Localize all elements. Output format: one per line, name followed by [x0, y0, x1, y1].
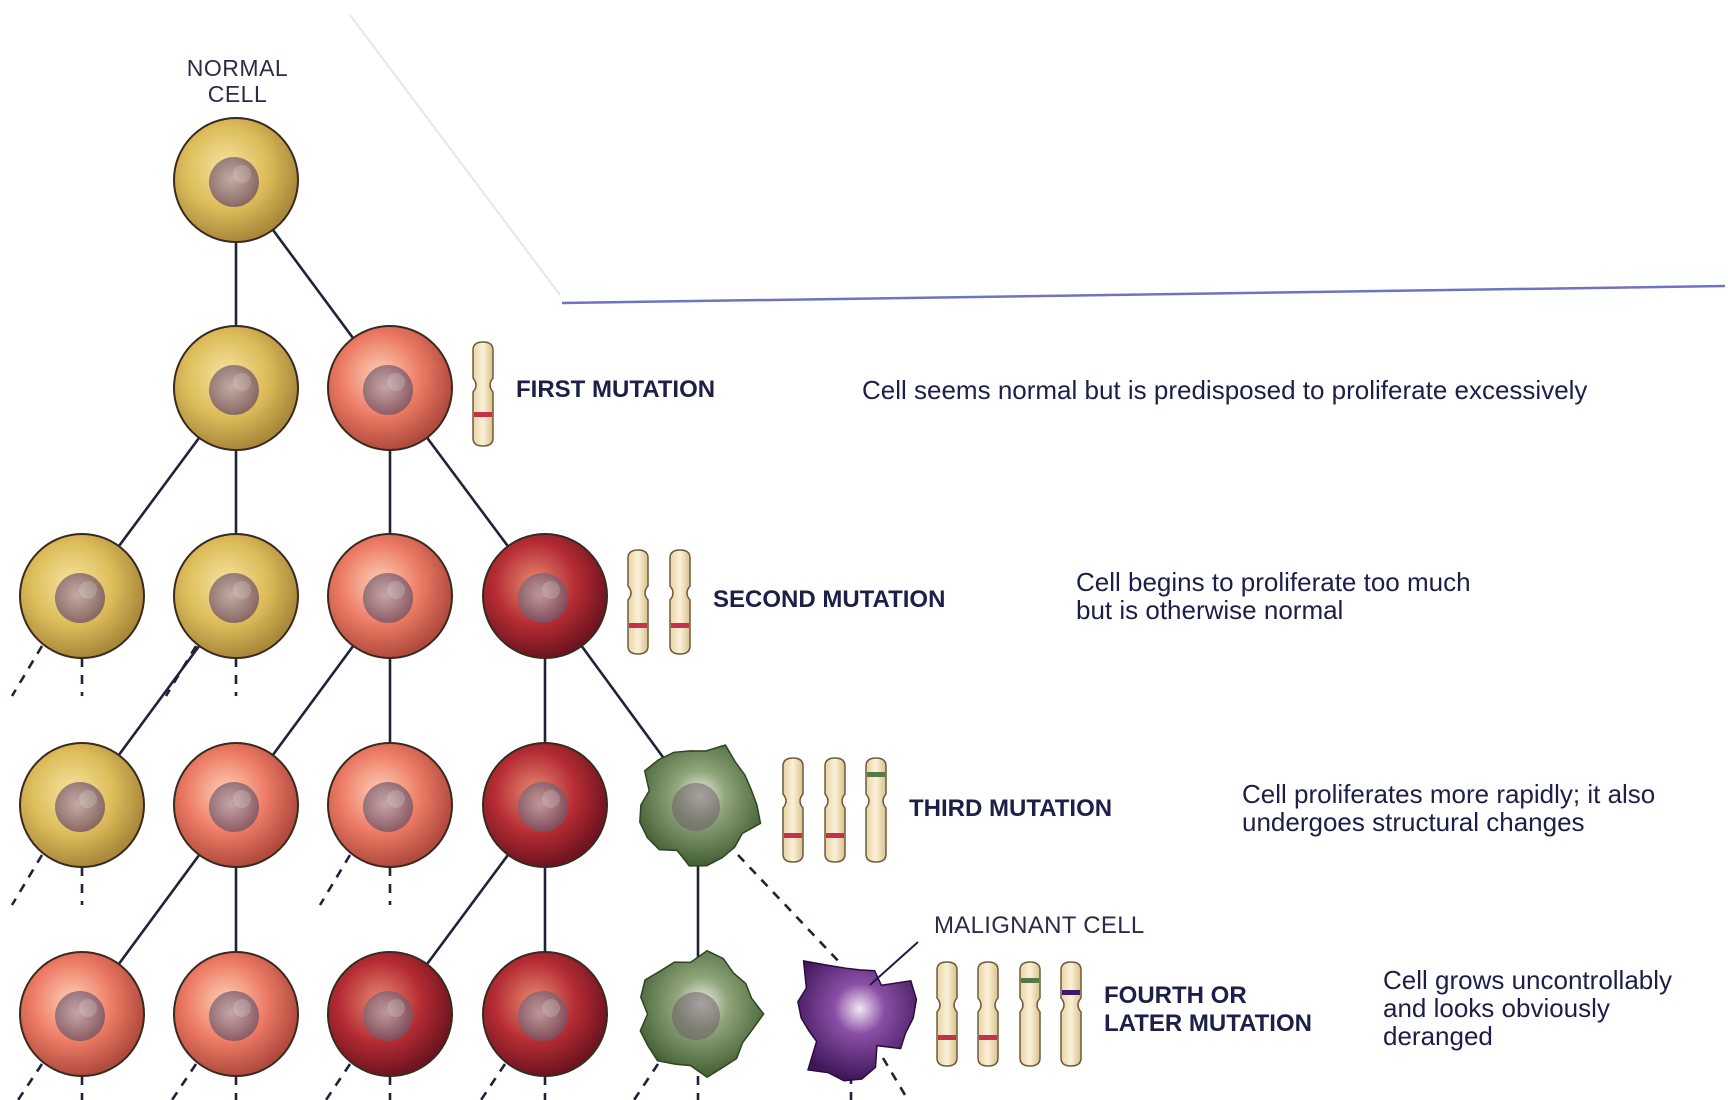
chromosome-icon — [783, 758, 803, 862]
boundary-horizontal — [562, 286, 1725, 303]
second-mutation-label: SECOND MUTATION — [713, 586, 945, 614]
chromosome-icon — [670, 550, 690, 654]
second-mutation-description-line2: but is otherwise normal — [1076, 596, 1471, 624]
normal-cell — [20, 743, 144, 867]
third-mutation-label-line1: THIRD MUTATION — [909, 795, 1112, 823]
first-cell — [328, 743, 452, 867]
normal-cell-label-line2: CELL — [170, 81, 305, 107]
malignant-pointer-line — [870, 942, 918, 985]
second-cell — [328, 952, 452, 1076]
malignant-cell — [798, 961, 917, 1081]
malignant-cell-label: MALIGNANT CELL — [934, 912, 1145, 940]
fourth-mutation-label-line1: FOURTH OR — [1104, 982, 1312, 1010]
lineage-lines — [12, 180, 908, 1100]
chromosome-icon — [937, 962, 957, 1066]
continuation-line — [18, 1064, 42, 1100]
first-mutation-label: FIRST MUTATION — [516, 376, 715, 404]
chromosome-icon — [825, 758, 845, 862]
normal-cell — [174, 118, 298, 242]
continuation-line — [326, 1064, 350, 1100]
second-mutation-description: Cell begins to proliferate too much but … — [1076, 568, 1471, 624]
first-cell — [20, 952, 144, 1076]
chromosome-icon — [866, 758, 886, 862]
continuation-line — [738, 855, 843, 966]
chromosome-icon — [628, 550, 648, 654]
fourth-mutation-label-line2: LATER MUTATION — [1104, 1010, 1312, 1038]
first-mutation-label-line1: FIRST MUTATION — [516, 376, 715, 404]
third-mutation-label: THIRD MUTATION — [909, 795, 1112, 823]
first-mutation-description-line1: Cell seems normal but is predisposed to … — [862, 376, 1587, 404]
chromosome-icon — [1020, 962, 1040, 1066]
continuation-line — [634, 1064, 658, 1100]
first-cell — [174, 743, 298, 867]
normal-cell-label: NORMAL CELL — [170, 55, 305, 107]
continuation-line — [172, 1064, 196, 1100]
malignant-cell-label-text: MALIGNANT CELL — [934, 912, 1145, 939]
continuation-line — [883, 1058, 908, 1100]
second-cell — [483, 534, 607, 658]
chromosome-icon — [1061, 962, 1081, 1066]
first-cell — [328, 534, 452, 658]
chromosome-icon — [978, 962, 998, 1066]
continuation-line — [320, 855, 350, 905]
chromosome-icon — [473, 342, 493, 446]
fourth-mutation-description-line3: deranged — [1383, 1022, 1672, 1050]
second-cell — [483, 743, 607, 867]
fourth-mutation-description-line2: and looks obviously — [1383, 994, 1672, 1022]
fourth-mutation-description: Cell grows uncontrollably and looks obvi… — [1383, 966, 1672, 1050]
continuation-line — [12, 646, 42, 696]
normal-cell — [174, 534, 298, 658]
second-cell — [483, 952, 607, 1076]
fourth-mutation-description-line1: Cell grows uncontrollably — [1383, 966, 1672, 994]
second-mutation-description-line1: Cell begins to proliferate too much — [1076, 568, 1471, 596]
third-cell — [640, 745, 761, 866]
fourth-mutation-label: FOURTH OR LATER MUTATION — [1104, 982, 1312, 1038]
first-mutation-description: Cell seems normal but is predisposed to … — [862, 376, 1587, 404]
third-mutation-description-line2: undergoes structural changes — [1242, 808, 1655, 836]
boundary-diagonal — [350, 15, 560, 295]
continuation-line — [12, 855, 42, 905]
normal-cell-label-line1: NORMAL — [170, 55, 305, 81]
third-mutation-description: Cell proliferates more rapidly; it also … — [1242, 780, 1655, 836]
third-cell — [640, 951, 763, 1077]
second-mutation-label-line1: SECOND MUTATION — [713, 586, 945, 614]
continuation-line — [481, 1064, 505, 1100]
third-mutation-description-line1: Cell proliferates more rapidly; it also — [1242, 780, 1655, 808]
first-cell — [328, 326, 452, 450]
first-cell — [174, 952, 298, 1076]
normal-cell — [174, 326, 298, 450]
normal-cell — [20, 534, 144, 658]
